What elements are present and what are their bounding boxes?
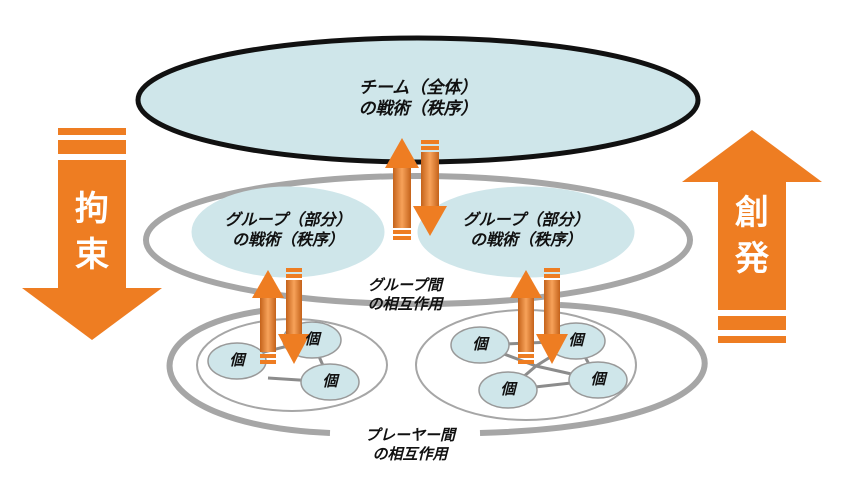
individual-label: 個 [229, 351, 245, 369]
player-interaction-label: プレーヤー間 の相互作用 [335, 426, 485, 464]
individual-node [300, 363, 360, 401]
individual-label: 個 [322, 372, 338, 390]
group-left-line2: の戦術（秩序） [231, 230, 344, 249]
individual-label: 個 [568, 331, 584, 349]
player-interaction-line1: プレーヤー間 [364, 426, 455, 444]
group-interaction-line2: の相互作用 [367, 294, 443, 313]
group-left-line1: グループ（部分） [224, 210, 352, 229]
constraint-char-2: 束 [75, 235, 109, 275]
team-tactics-line1: チーム（全体） [358, 78, 478, 98]
group-right-tactics-label: グループ（部分） の戦術（秩序） [438, 210, 614, 250]
team-group-link-arrows [385, 138, 447, 240]
team-ellipse [135, 35, 701, 165]
individual-label: 個 [304, 330, 320, 348]
player-interaction-line2: の相互作用 [372, 444, 448, 463]
constraint-arrow [22, 128, 162, 340]
group-right-line1: グループ（部分） [462, 210, 590, 229]
individual-node [568, 361, 628, 399]
group-player-link-arrows-right [510, 268, 568, 364]
group-player-link-arrows-left [252, 268, 310, 364]
group-left-tactics-label: グループ（部分） の戦術（秩序） [200, 210, 376, 250]
individual-node [478, 371, 538, 409]
constraint-char-1: 拘 [75, 189, 109, 229]
individual-label: 個 [590, 370, 606, 388]
emergence-arrow [682, 130, 822, 343]
group-interaction-line1: グループ間 [367, 276, 443, 294]
player-ring [166, 302, 708, 436]
group-ring [143, 173, 693, 307]
emergence-char-2: 発 [735, 239, 769, 279]
group-interaction-label: グループ間 の相互作用 [330, 276, 480, 314]
group-right-line2: の戦術（秩序） [469, 230, 582, 249]
team-tactics-line2: の戦術（秩序） [358, 99, 478, 120]
emergence-char-1: 創 [735, 193, 769, 233]
individual-label: 個 [500, 380, 516, 398]
individual-node [450, 326, 510, 364]
team-tactics-label: チーム（全体） の戦術（秩序） [318, 78, 518, 121]
individual-label: 個 [472, 335, 488, 353]
